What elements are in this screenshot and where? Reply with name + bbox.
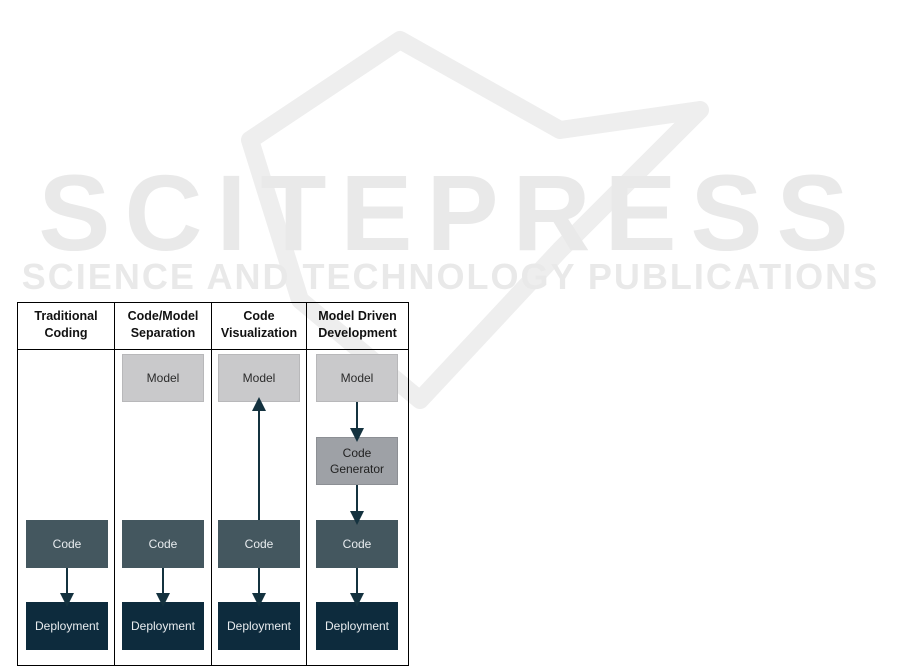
arrows-layer [18,303,408,665]
watermark-subtitle: SCIENCE AND TECHNOLOGY PUBLICATIONS [0,256,901,298]
